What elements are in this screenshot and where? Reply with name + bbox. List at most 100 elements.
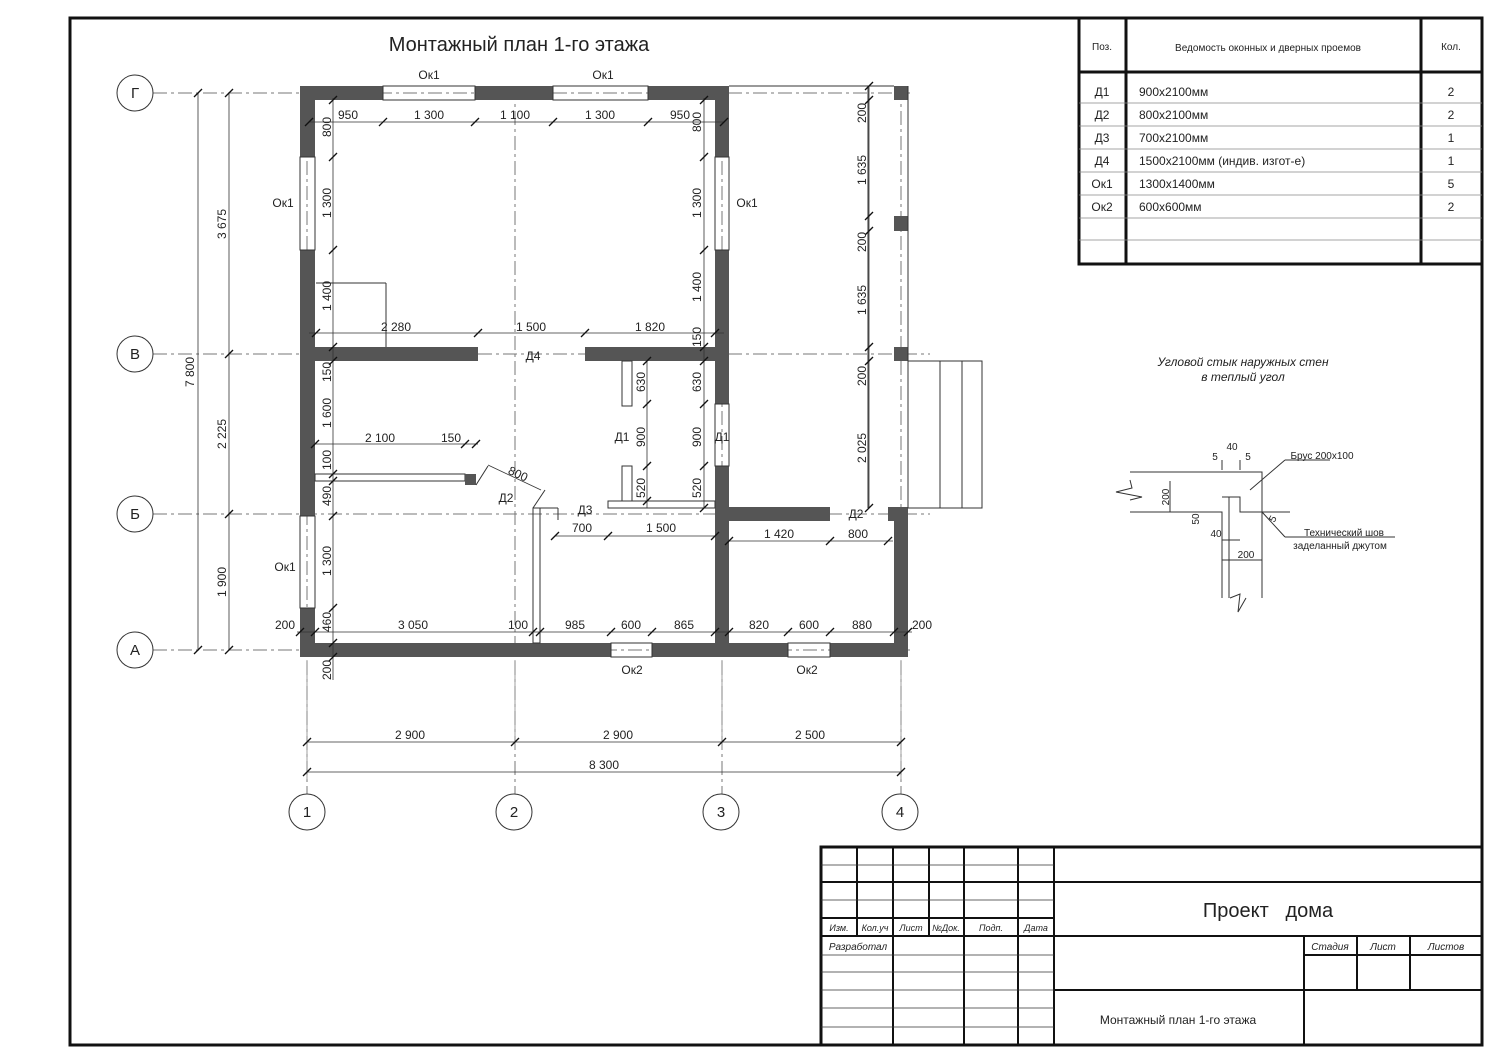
tb-col-izm: Изм. [829, 923, 848, 933]
dim-text: 2 025 [855, 433, 869, 463]
dim-text: 8 300 [589, 758, 619, 772]
seam-label: заделанный джутом [1293, 541, 1387, 552]
dimension-lines [197, 86, 912, 780]
dimension-tick [699, 503, 709, 513]
tb-developed: Разработал [829, 941, 888, 953]
dimension-tick [642, 399, 652, 409]
dimension-tick [642, 496, 652, 506]
dimension-tick [224, 645, 234, 655]
dimension-tick [328, 356, 338, 366]
detail-dim: 50 [1191, 513, 1202, 525]
dim-text: 100 [508, 618, 528, 632]
dimension-tick [328, 638, 338, 648]
dim-text: 200 [320, 660, 334, 680]
label-ok1: Ок1 [272, 196, 294, 210]
dimension-tick [328, 95, 338, 105]
dim-text: 3 675 [215, 209, 229, 239]
dimension-tick [896, 737, 906, 747]
dimension-tick [470, 117, 480, 127]
dimension-tick [224, 349, 234, 359]
dimension-tick [642, 356, 652, 366]
schedule-pos: Ок2 [1091, 200, 1113, 214]
detail-dim: 200 [1161, 488, 1172, 505]
schedule-pos: Д2 [1095, 108, 1110, 122]
dim-text: 1 300 [414, 108, 444, 122]
dimension-tick [889, 627, 899, 637]
dim-text: 1 900 [215, 567, 229, 597]
dimension-tick [724, 627, 734, 637]
dim-text: 1 300 [585, 108, 615, 122]
schedule-name: 600х600мм [1139, 200, 1202, 214]
dimension-tick [328, 511, 338, 521]
dimension-tick [719, 117, 729, 127]
label-ok1: Ок1 [736, 196, 758, 210]
schedule-qty: 1 [1448, 154, 1455, 168]
axis-label-g: Г [131, 85, 139, 102]
schedule-name: 800х2100мм [1139, 108, 1208, 122]
dimension-tick [710, 328, 720, 338]
sheet-frame [68, 16, 1484, 1047]
dim-text: 100 [320, 450, 334, 470]
dimension-tick [699, 152, 709, 162]
dim-text: 950 [338, 108, 358, 122]
dimension-tick [550, 531, 560, 541]
porch-steps [907, 360, 983, 509]
dim-text: 800 [506, 463, 530, 484]
schedule-pos: Ок1 [1091, 177, 1113, 191]
label-d2: Д2 [499, 491, 514, 505]
dim-text: 520 [690, 478, 704, 498]
dim-text: 1 635 [855, 285, 869, 315]
dimension-tick [699, 356, 709, 366]
dim-text: 630 [634, 372, 648, 392]
seam-label: Технический шов [1304, 528, 1384, 539]
dim-text: 1 400 [690, 272, 704, 302]
dimension-tick [825, 536, 835, 546]
axis-label-1: 1 [303, 804, 311, 821]
tb-drawing-name: Монтажный план 1-го этажа [1100, 1013, 1257, 1027]
dim-text: 1 300 [320, 546, 334, 576]
dimension-tick [460, 439, 470, 449]
dimension-tick [647, 627, 657, 637]
detail-dim: 40 [1226, 442, 1238, 453]
dimension-tick [606, 627, 616, 637]
schedule-header-pos: Поз. [1092, 42, 1112, 53]
dimension-tick [864, 211, 874, 221]
corner-joint-detail: Угловой стык наружных стен в теплый угол… [1115, 355, 1395, 613]
label-ok1: Ок1 [418, 68, 440, 82]
dim-text: 700 [572, 521, 592, 535]
dim-text: 1 400 [320, 281, 334, 311]
schedule-qty: 2 [1448, 200, 1455, 214]
detail-dim: 5 [1245, 452, 1251, 463]
dimension-tick [224, 88, 234, 98]
label-ok2: Ок2 [621, 663, 643, 677]
tb-col-data: Дата [1023, 923, 1048, 933]
dimension-tick [295, 627, 305, 637]
dim-text: 1 420 [764, 527, 794, 541]
dimension-tick [328, 342, 338, 352]
axis-label-v: В [130, 346, 140, 363]
dim-text-total: 7 800 [183, 357, 197, 387]
schedule-qty: 5 [1448, 177, 1455, 191]
dimension-tick [310, 627, 320, 637]
dimension-tick [903, 627, 913, 637]
dimension-tick [328, 152, 338, 162]
dim-text: 880 [852, 618, 872, 632]
dimension-tick [328, 476, 338, 486]
dimension-tick [699, 342, 709, 352]
dimension-tick [535, 627, 545, 637]
dimension-tick [699, 245, 709, 255]
dimension-tick [302, 737, 312, 747]
dim-text: 2 225 [215, 419, 229, 449]
dim-text: 200 [855, 232, 869, 252]
dim-text: 2 900 [603, 728, 633, 742]
dimension-tick [883, 536, 893, 546]
dimension-tick [724, 536, 734, 546]
dim-text: 150 [690, 327, 704, 347]
dim-text: 150 [320, 362, 334, 382]
schedule-header-name: Ведомость оконных и дверных проемов [1175, 43, 1361, 54]
dimension-tick [864, 342, 874, 352]
schedule-pos: Д3 [1095, 131, 1110, 145]
dimension-tick [896, 767, 906, 777]
detail-title: Угловой стык наружных стен [1156, 355, 1329, 369]
dim-text: 800 [848, 527, 868, 541]
